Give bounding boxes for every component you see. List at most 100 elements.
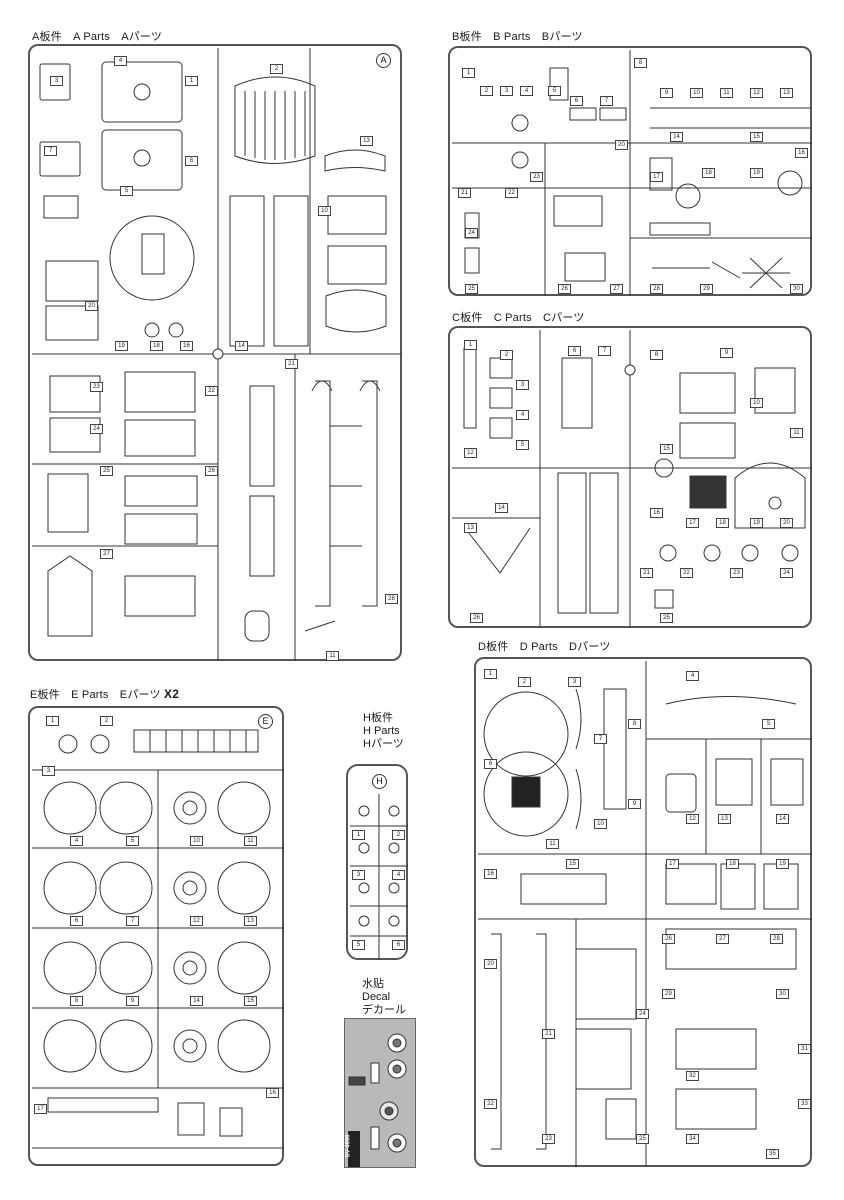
part-number: 20	[85, 301, 98, 311]
part-number: 10	[690, 88, 703, 98]
part-number: 10	[190, 836, 203, 846]
part-number: 18	[150, 341, 163, 351]
part-number: 1	[484, 669, 497, 679]
part-number: 16	[484, 869, 497, 879]
part-number: 18	[702, 168, 715, 178]
part-number: 4	[114, 56, 127, 66]
part-number: 25	[465, 284, 478, 294]
sprue-e-badge: E	[258, 714, 273, 729]
part-number: 15	[750, 132, 763, 142]
sprue-h-label-cn: H板件	[363, 712, 393, 724]
part-number: 13	[244, 916, 257, 926]
part-number: 13	[718, 814, 731, 824]
sprue-e-frame: E 1 2 3 4 5 6 7 8 9 10 11 12 13 14 15 16…	[28, 706, 284, 1166]
part-number: 5	[548, 86, 561, 96]
sprue-h-label-en: H Parts	[363, 725, 400, 737]
part-number: 21	[458, 188, 471, 198]
part-number: 2	[500, 350, 513, 360]
part-number: 11	[790, 428, 803, 438]
part-number: 4	[70, 836, 83, 846]
part-number: 11	[326, 651, 339, 661]
sprue-a-badge: A	[376, 53, 391, 68]
part-number: 7	[44, 146, 57, 156]
part-number: 18	[716, 518, 729, 528]
sprue-a-label: A板件 A Parts Aパーツ	[32, 31, 163, 43]
part-number: 14	[235, 341, 248, 351]
part-number: 31	[798, 1044, 811, 1054]
part-number: 17	[666, 859, 679, 869]
sprue-e-label: E板件 E Parts Eパーツ X2	[30, 686, 179, 702]
part-number: 14	[670, 132, 683, 142]
decal-sheet: SV-4996	[344, 1018, 416, 1168]
part-number: 7	[600, 96, 613, 106]
part-number: 16	[650, 508, 663, 518]
part-number: 3	[500, 86, 513, 96]
part-number: 3	[352, 870, 365, 880]
part-number: 6	[484, 759, 497, 769]
sprue-d-parts-drawing	[478, 661, 812, 1167]
part-number: 30	[776, 989, 789, 999]
part-number: 26	[558, 284, 571, 294]
part-number: 6	[185, 156, 198, 166]
part-number: 10	[594, 819, 607, 829]
part-number: 22	[484, 1099, 497, 1109]
part-number: 5	[120, 186, 133, 196]
sprue-a-frame: A 4 3 1 7 6 5 2 14 10 13 16 18 19 20 21 …	[28, 44, 402, 661]
part-number: 26	[662, 934, 675, 944]
part-number: 15	[566, 859, 579, 869]
part-number: 5	[762, 719, 775, 729]
part-number: 2	[518, 677, 531, 687]
part-number: 1	[464, 340, 477, 350]
part-number: 29	[662, 989, 675, 999]
part-number: 13	[780, 88, 793, 98]
part-number: 1	[352, 830, 365, 840]
part-number: 13	[464, 523, 477, 533]
part-number: 27	[100, 549, 113, 559]
sprue-c-label: C板件 C Parts Cパーツ	[452, 312, 585, 324]
part-number: 23	[730, 568, 743, 578]
part-number: 1	[462, 68, 475, 78]
part-number: 7	[598, 346, 611, 356]
sprue-d-frame: 1 2 3 4 5 6 7 8 9 10 11 12 13 14 15 16 1…	[474, 657, 812, 1167]
part-number: 8	[634, 58, 647, 68]
part-number: 28	[770, 934, 783, 944]
part-number: 9	[660, 88, 673, 98]
part-number: 23	[530, 172, 543, 182]
part-number: 6	[392, 940, 405, 950]
sprue-e-label-text: E板件 E Parts Eパーツ	[30, 689, 161, 701]
part-number: 17	[650, 172, 663, 182]
part-number: 11	[244, 836, 257, 846]
part-number: 26	[205, 466, 218, 476]
part-number: 17	[686, 518, 699, 528]
part-number: 2	[100, 716, 113, 726]
part-number: 16	[180, 341, 193, 351]
part-number: 15	[244, 996, 257, 1006]
part-number: 21	[285, 359, 298, 369]
part-number: 13	[360, 136, 373, 146]
decal-label-en: Decal	[362, 991, 391, 1003]
part-number: 19	[115, 341, 128, 351]
part-number: 3	[568, 677, 581, 687]
part-number: 33	[798, 1099, 811, 1109]
part-number: 5	[352, 940, 365, 950]
part-number: 19	[776, 859, 789, 869]
part-number: 11	[546, 839, 559, 849]
part-number: 9	[126, 996, 139, 1006]
decal-code-strip	[348, 1131, 360, 1167]
part-number: 14	[190, 996, 203, 1006]
part-number: 2	[270, 64, 283, 74]
part-number: 12	[190, 916, 203, 926]
part-number: 12	[464, 448, 477, 458]
sprue-c-frame: 1 2 3 4 5 6 7 8 9 10 11 12 13 14 15 16 1…	[448, 326, 812, 628]
part-number: 7	[594, 734, 607, 744]
sprue-h-badge: H	[372, 774, 387, 789]
part-number: 26	[470, 613, 483, 623]
part-number: 14	[776, 814, 789, 824]
part-number: 34	[686, 1134, 699, 1144]
part-number: 24	[90, 424, 103, 434]
part-number: 3	[42, 766, 55, 776]
part-number: 5	[126, 836, 139, 846]
part-number: 19	[750, 168, 763, 178]
part-number: 1	[46, 716, 59, 726]
